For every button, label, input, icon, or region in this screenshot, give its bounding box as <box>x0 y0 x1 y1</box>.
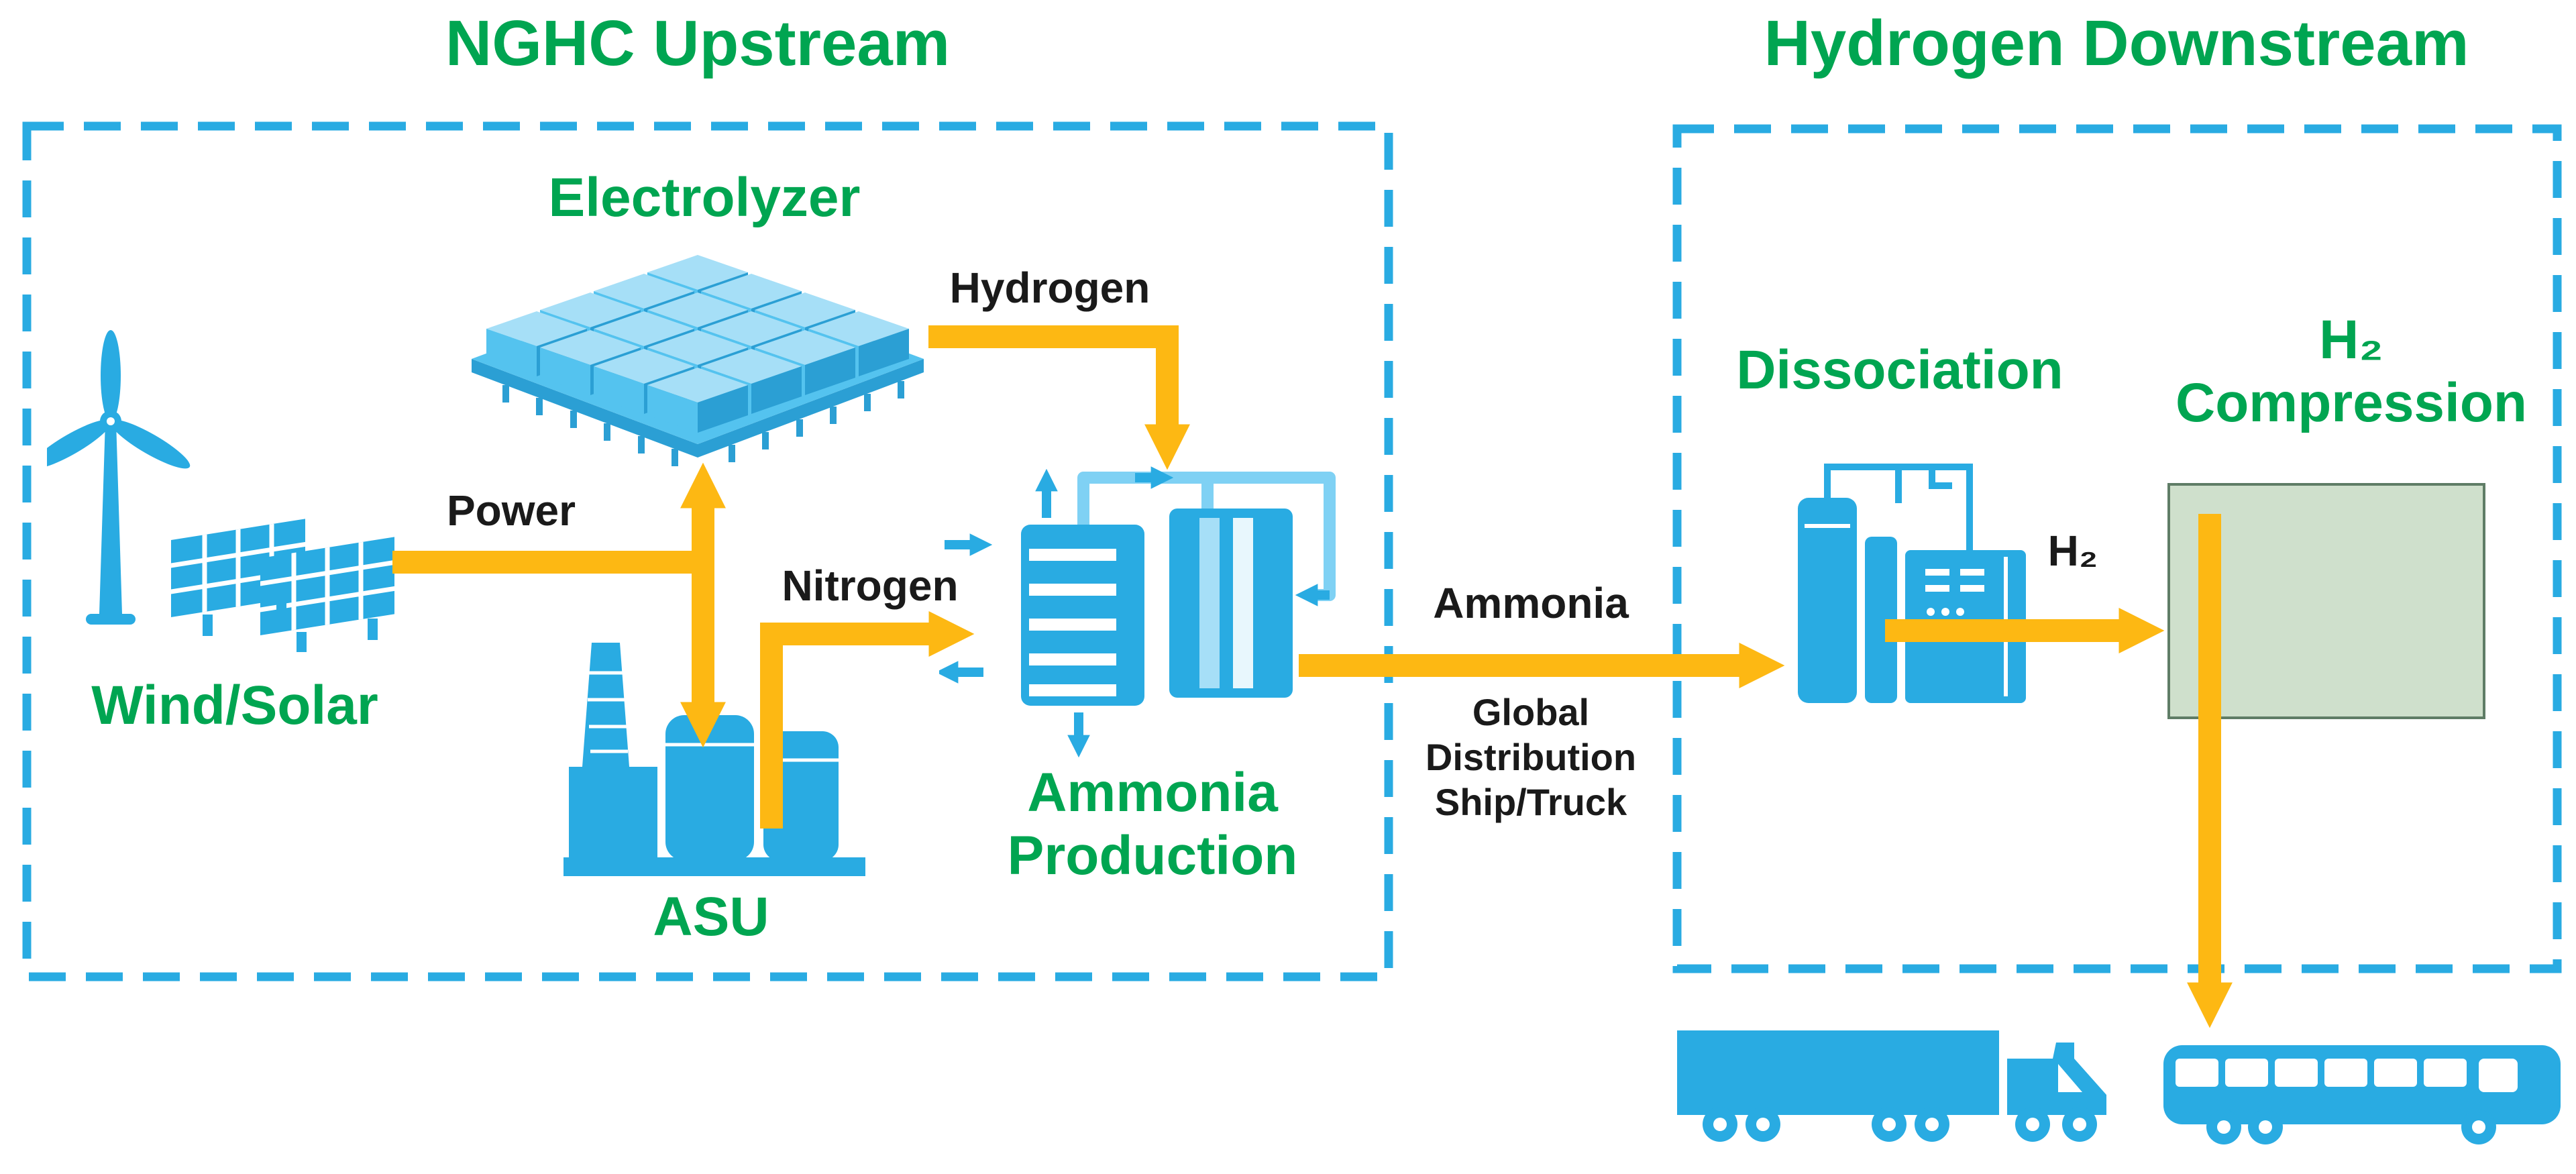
upstream-title: NGHC Upstream <box>445 7 951 79</box>
h2-flow-label: H₂ <box>2047 527 2098 575</box>
dissociation-column <box>1798 498 1857 703</box>
hydrogen-flow-label: Hydrogen <box>949 264 1150 312</box>
distribution-line2: Distribution <box>1425 736 1637 779</box>
h2-compression-unit <box>2167 483 2485 719</box>
distribution-line3: Ship/Truck <box>1434 781 1627 824</box>
wind-solar-icon <box>47 330 394 652</box>
ammonia-production-line2: Production <box>1007 825 1298 887</box>
electrolyzer-fins <box>502 381 904 466</box>
ammonia-reactor-icon <box>939 466 1336 758</box>
distribution-line1: Global <box>1472 691 1590 733</box>
nitrogen-arrow <box>760 611 975 829</box>
asu-label: ASU <box>653 886 769 947</box>
ammonia-production-label: Ammonia Production <box>1008 761 1298 888</box>
wind-solar-label: Wind/Solar <box>91 675 378 736</box>
ammonia-production-line1: Ammonia <box>1027 762 1278 823</box>
asu-tank <box>665 715 754 861</box>
hydrogen-arrow <box>928 325 1190 470</box>
h2-compression-label: H₂ Compression <box>2176 309 2527 435</box>
solar-panels-icon <box>171 519 394 652</box>
bus-icon <box>2163 1045 2561 1144</box>
global-distribution-label: Global Distribution Ship/Truck <box>1426 690 1636 825</box>
electrolyzer-label: Electrolyzer <box>548 167 861 228</box>
nitrogen-flow-label: Nitrogen <box>782 562 959 610</box>
dissociation-label: Dissociation <box>1736 339 2063 401</box>
ammonia-flow-label: Ammonia <box>1433 579 1629 627</box>
h2-compression-line1: H₂ <box>2319 309 2383 370</box>
downstream-title: Hydrogen Downstream <box>1764 7 2469 79</box>
upstream-region-border <box>22 121 1393 981</box>
wind-turbine-icon <box>47 330 191 625</box>
electrolyzer-stack-icon <box>472 255 924 466</box>
h2-compression-line2: Compression <box>2176 372 2527 434</box>
truck-icon <box>1677 1030 2106 1142</box>
flow-mini-arrows <box>939 466 1330 758</box>
power-flow-label: Power <box>446 486 576 535</box>
